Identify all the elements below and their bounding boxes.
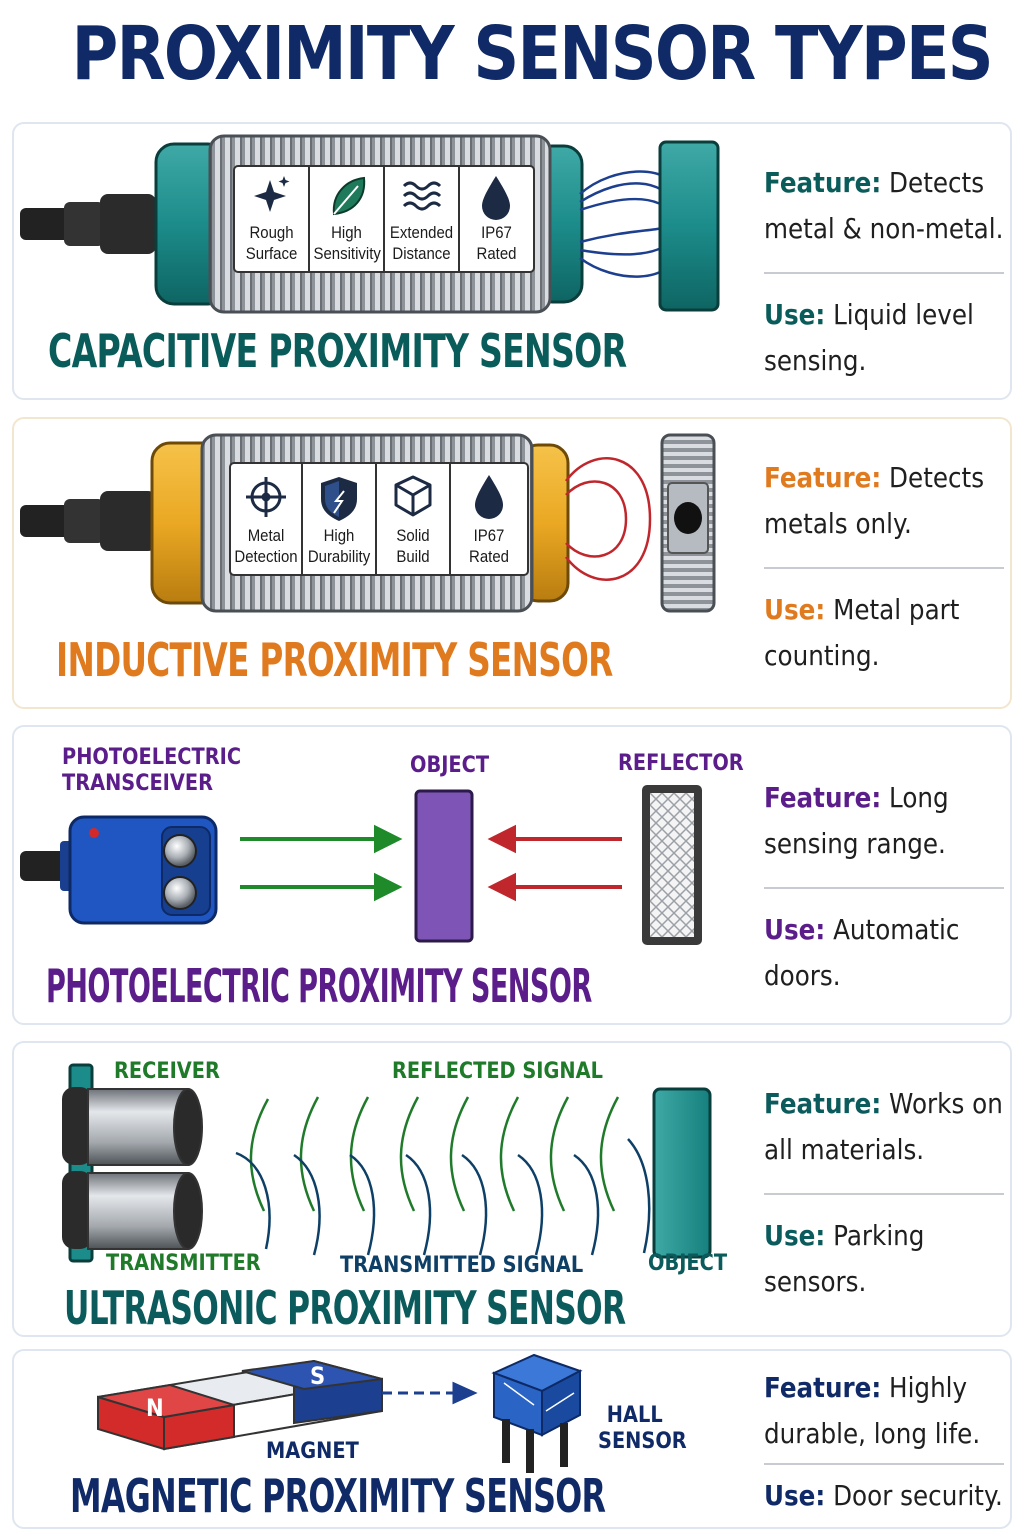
magnetic-sensor-title: MAGNETIC PROXIMITY SENSOR [70, 1469, 606, 1523]
hall-sensor [491, 1353, 583, 1473]
water-drop-icon [475, 475, 503, 519]
cube-icon [394, 475, 432, 517]
transmitter-label: TRANSMITTER [106, 1251, 261, 1276]
feature-label: Feature: [764, 1371, 882, 1404]
magnetic-info: Feature: Highly durable, long life. Use:… [764, 1365, 1004, 1519]
object-label: OBJECT [648, 1251, 728, 1276]
use-label: Use: [764, 298, 826, 331]
feature-text: Detects [889, 166, 985, 199]
inductive-sensor-illustration [20, 433, 716, 613]
hall-sensor-label: HALL SENSOR [598, 1403, 687, 1454]
crosshair-icon [246, 477, 286, 517]
ultrasonic-info: Feature: Works on all materials. Use: Pa… [764, 1081, 1004, 1305]
feature-text-2: all materials. [764, 1133, 925, 1166]
magnetic-panel: N S MAGNET HALL SENSOR MAGNETIC PROXIMIT… [12, 1349, 1012, 1529]
feature-text: Long [889, 781, 949, 814]
transceiver-label: PHOTOELECTRIC TRANSCEIVER [62, 745, 242, 796]
feature-text: Highly [889, 1371, 968, 1404]
use-text: Parking [833, 1219, 925, 1252]
photoelectric-sensor-title: PHOTOELECTRIC PROXIMITY SENSOR [46, 959, 592, 1013]
use-text-2: doors. [764, 959, 841, 992]
use-text: Automatic [833, 913, 960, 946]
use-label: Use: [764, 913, 826, 946]
ultrasonic-sensor-title: ULTRASONIC PROXIMITY SENSOR [64, 1281, 626, 1335]
object-label: OBJECT [410, 753, 490, 778]
capacitive-sensor-title: CAPACITIVE PROXIMITY SENSOR [48, 324, 627, 378]
feature-text-2: durable, long life. [764, 1417, 981, 1450]
feature-text-2: metals only. [764, 507, 912, 540]
feature-label: Feature: [764, 166, 882, 199]
photoelectric-info: Feature: Long sensing range. Use: Automa… [764, 775, 1004, 999]
capacitive-info: Feature: Detects metal & non-metal. Use:… [764, 160, 1004, 384]
reflected-signal-label: REFLECTED SIGNAL [392, 1059, 603, 1084]
photoelectric-panel: PHOTOELECTRIC TRANSCEIVER OBJECT REFLECT… [12, 725, 1012, 1025]
transmitted-signal-label: TRANSMITTED SIGNAL [340, 1253, 584, 1278]
feature-label: Feature: [764, 781, 882, 814]
divider [764, 272, 1004, 274]
use-label: Use: [764, 1479, 826, 1512]
pole-s-label: S [310, 1362, 326, 1390]
water-drop-icon [482, 176, 510, 220]
ultrasonic-illustration [62, 1063, 712, 1263]
inductive-info: Feature: Detects metals only. Use: Metal… [764, 455, 1004, 679]
receiver-label: RECEIVER [114, 1059, 220, 1084]
feature-text: Works on [889, 1087, 1003, 1120]
waves-icon [402, 181, 442, 211]
sparkle-icon [254, 176, 290, 212]
photoelectric-illustration [20, 785, 702, 945]
divider [764, 887, 1004, 889]
use-text: Metal part [833, 593, 960, 626]
use-text: Door security. [833, 1479, 1003, 1512]
divider [764, 1463, 1004, 1465]
leaf-icon [332, 176, 366, 216]
divider [764, 567, 1004, 569]
feature-label: Feature: [764, 1087, 882, 1120]
feature-label: Feature: [764, 461, 882, 494]
use-text: Liquid level [833, 298, 974, 331]
magnetic-illustration [97, 1353, 583, 1473]
magnet [97, 1359, 383, 1451]
ultrasonic-panel: RECEIVER REFLECTED SIGNAL TRANSMITTER TR… [12, 1041, 1012, 1337]
feature-text-2: sensing range. [764, 827, 946, 860]
reflector-label: REFLECTOR [618, 751, 744, 776]
use-text-2: counting. [764, 639, 880, 672]
use-text-2: sensing. [764, 344, 867, 377]
inductive-sensor-title: INDUCTIVE PROXIMITY SENSOR [56, 633, 613, 687]
capacitive-sensor-illustration [20, 134, 720, 314]
feature-text: Detects [889, 461, 985, 494]
use-label: Use: [764, 1219, 826, 1252]
pole-n-label: N [146, 1394, 164, 1422]
feature-text-2: metal & non-metal. [764, 212, 1004, 245]
shield-icon [321, 477, 357, 521]
use-label: Use: [764, 593, 826, 626]
page-title: PROXIMITY SENSOR TYPES [71, 11, 994, 97]
divider [764, 1193, 1004, 1195]
use-text-2: sensors. [764, 1265, 867, 1298]
magnet-label: MAGNET [266, 1439, 359, 1464]
